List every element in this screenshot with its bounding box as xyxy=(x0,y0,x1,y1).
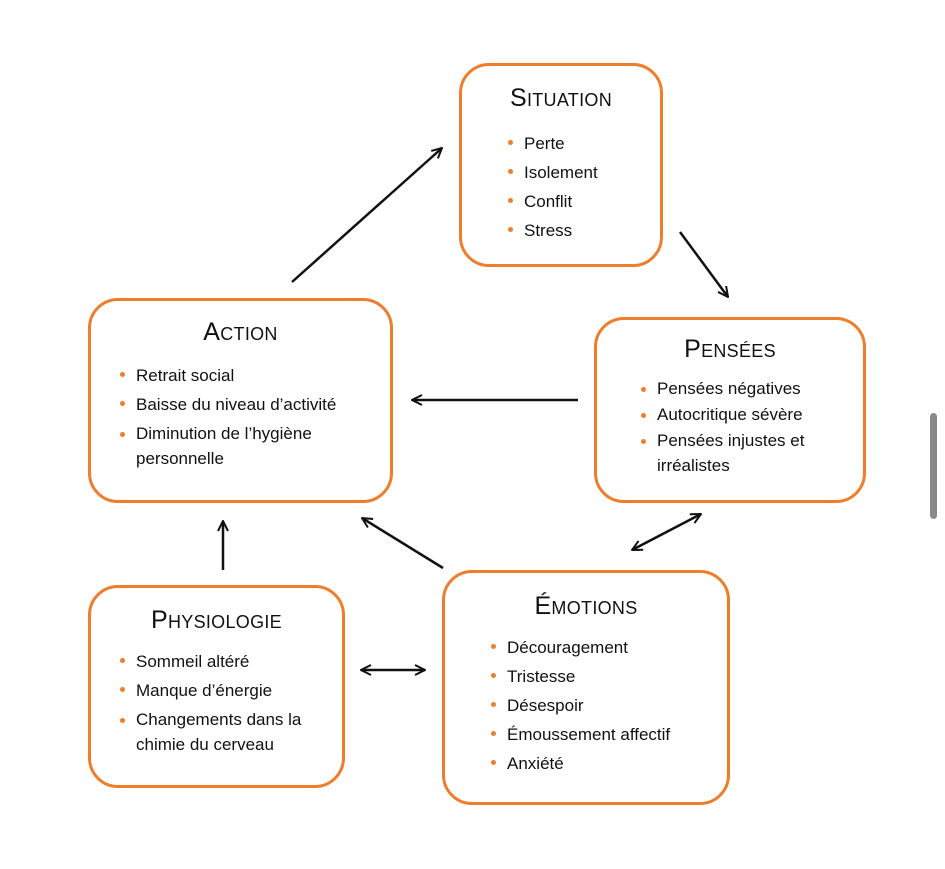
emotions-item: Émoussement affectif xyxy=(489,720,717,749)
action-title: Action xyxy=(203,318,278,346)
pensees-item: Autocritique sévère xyxy=(639,402,849,428)
pensees-item: Pensées négatives xyxy=(639,376,849,402)
situation-box: Situation Perte Isolement Conflit Stress xyxy=(459,63,663,267)
physiologie-title: Physiologie xyxy=(150,606,282,634)
situation-item: Isolement xyxy=(506,158,660,187)
situation-item: Perte xyxy=(506,129,660,158)
situation-item: Conflit xyxy=(506,187,660,216)
arrow-action-to-situation xyxy=(291,148,442,283)
arrow-situation-to-pensees xyxy=(678,231,728,297)
emotions-title: Émotions xyxy=(534,592,638,620)
emotions-item: Tristesse xyxy=(489,662,717,691)
physiologie-item: Changements dans la chimie du cerveau xyxy=(118,707,332,757)
pensees-box: Pensées Pensées négatives Autocritique s… xyxy=(594,317,866,503)
emotions-item: Anxiété xyxy=(489,749,717,778)
action-item: Retrait social xyxy=(118,361,376,390)
action-item: Diminution de l’hygiène personnelle xyxy=(118,421,376,471)
pensees-item: Pensées injustes et irréalistes xyxy=(639,428,849,478)
physiologie-item: Manque d’énergie xyxy=(118,676,332,705)
scrollbar-thumb[interactable] xyxy=(930,413,937,519)
emotions-item: Désespoir xyxy=(489,691,717,720)
action-item: Baisse du niveau d’activité xyxy=(118,390,376,419)
situation-item: Stress xyxy=(506,216,660,245)
pensees-title: Pensées xyxy=(684,335,776,363)
emotions-list: Découragement Tristesse Désespoir Émouss… xyxy=(489,633,717,778)
action-list: Retrait social Baisse du niveau d’activi… xyxy=(118,361,376,471)
physiologie-item: Sommeil altéré xyxy=(118,647,332,676)
emotions-item: Découragement xyxy=(489,633,717,662)
arrow-emotions-to-action xyxy=(362,518,444,570)
physiologie-list: Sommeil altéré Manque d’énergie Changeme… xyxy=(118,647,332,757)
situation-list: Perte Isolement Conflit Stress xyxy=(506,129,660,245)
situation-title: Situation xyxy=(509,84,613,112)
action-box: Action Retrait social Baisse du niveau d… xyxy=(88,298,393,503)
arrow-pensees-emotions-bidirectional xyxy=(632,512,701,552)
emotions-box: Émotions Découragement Tristesse Désespo… xyxy=(442,570,730,805)
pensees-list: Pensées négatives Autocritique sévère Pe… xyxy=(639,376,849,478)
physiologie-box: Physiologie Sommeil altéré Manque d’éner… xyxy=(88,585,345,788)
